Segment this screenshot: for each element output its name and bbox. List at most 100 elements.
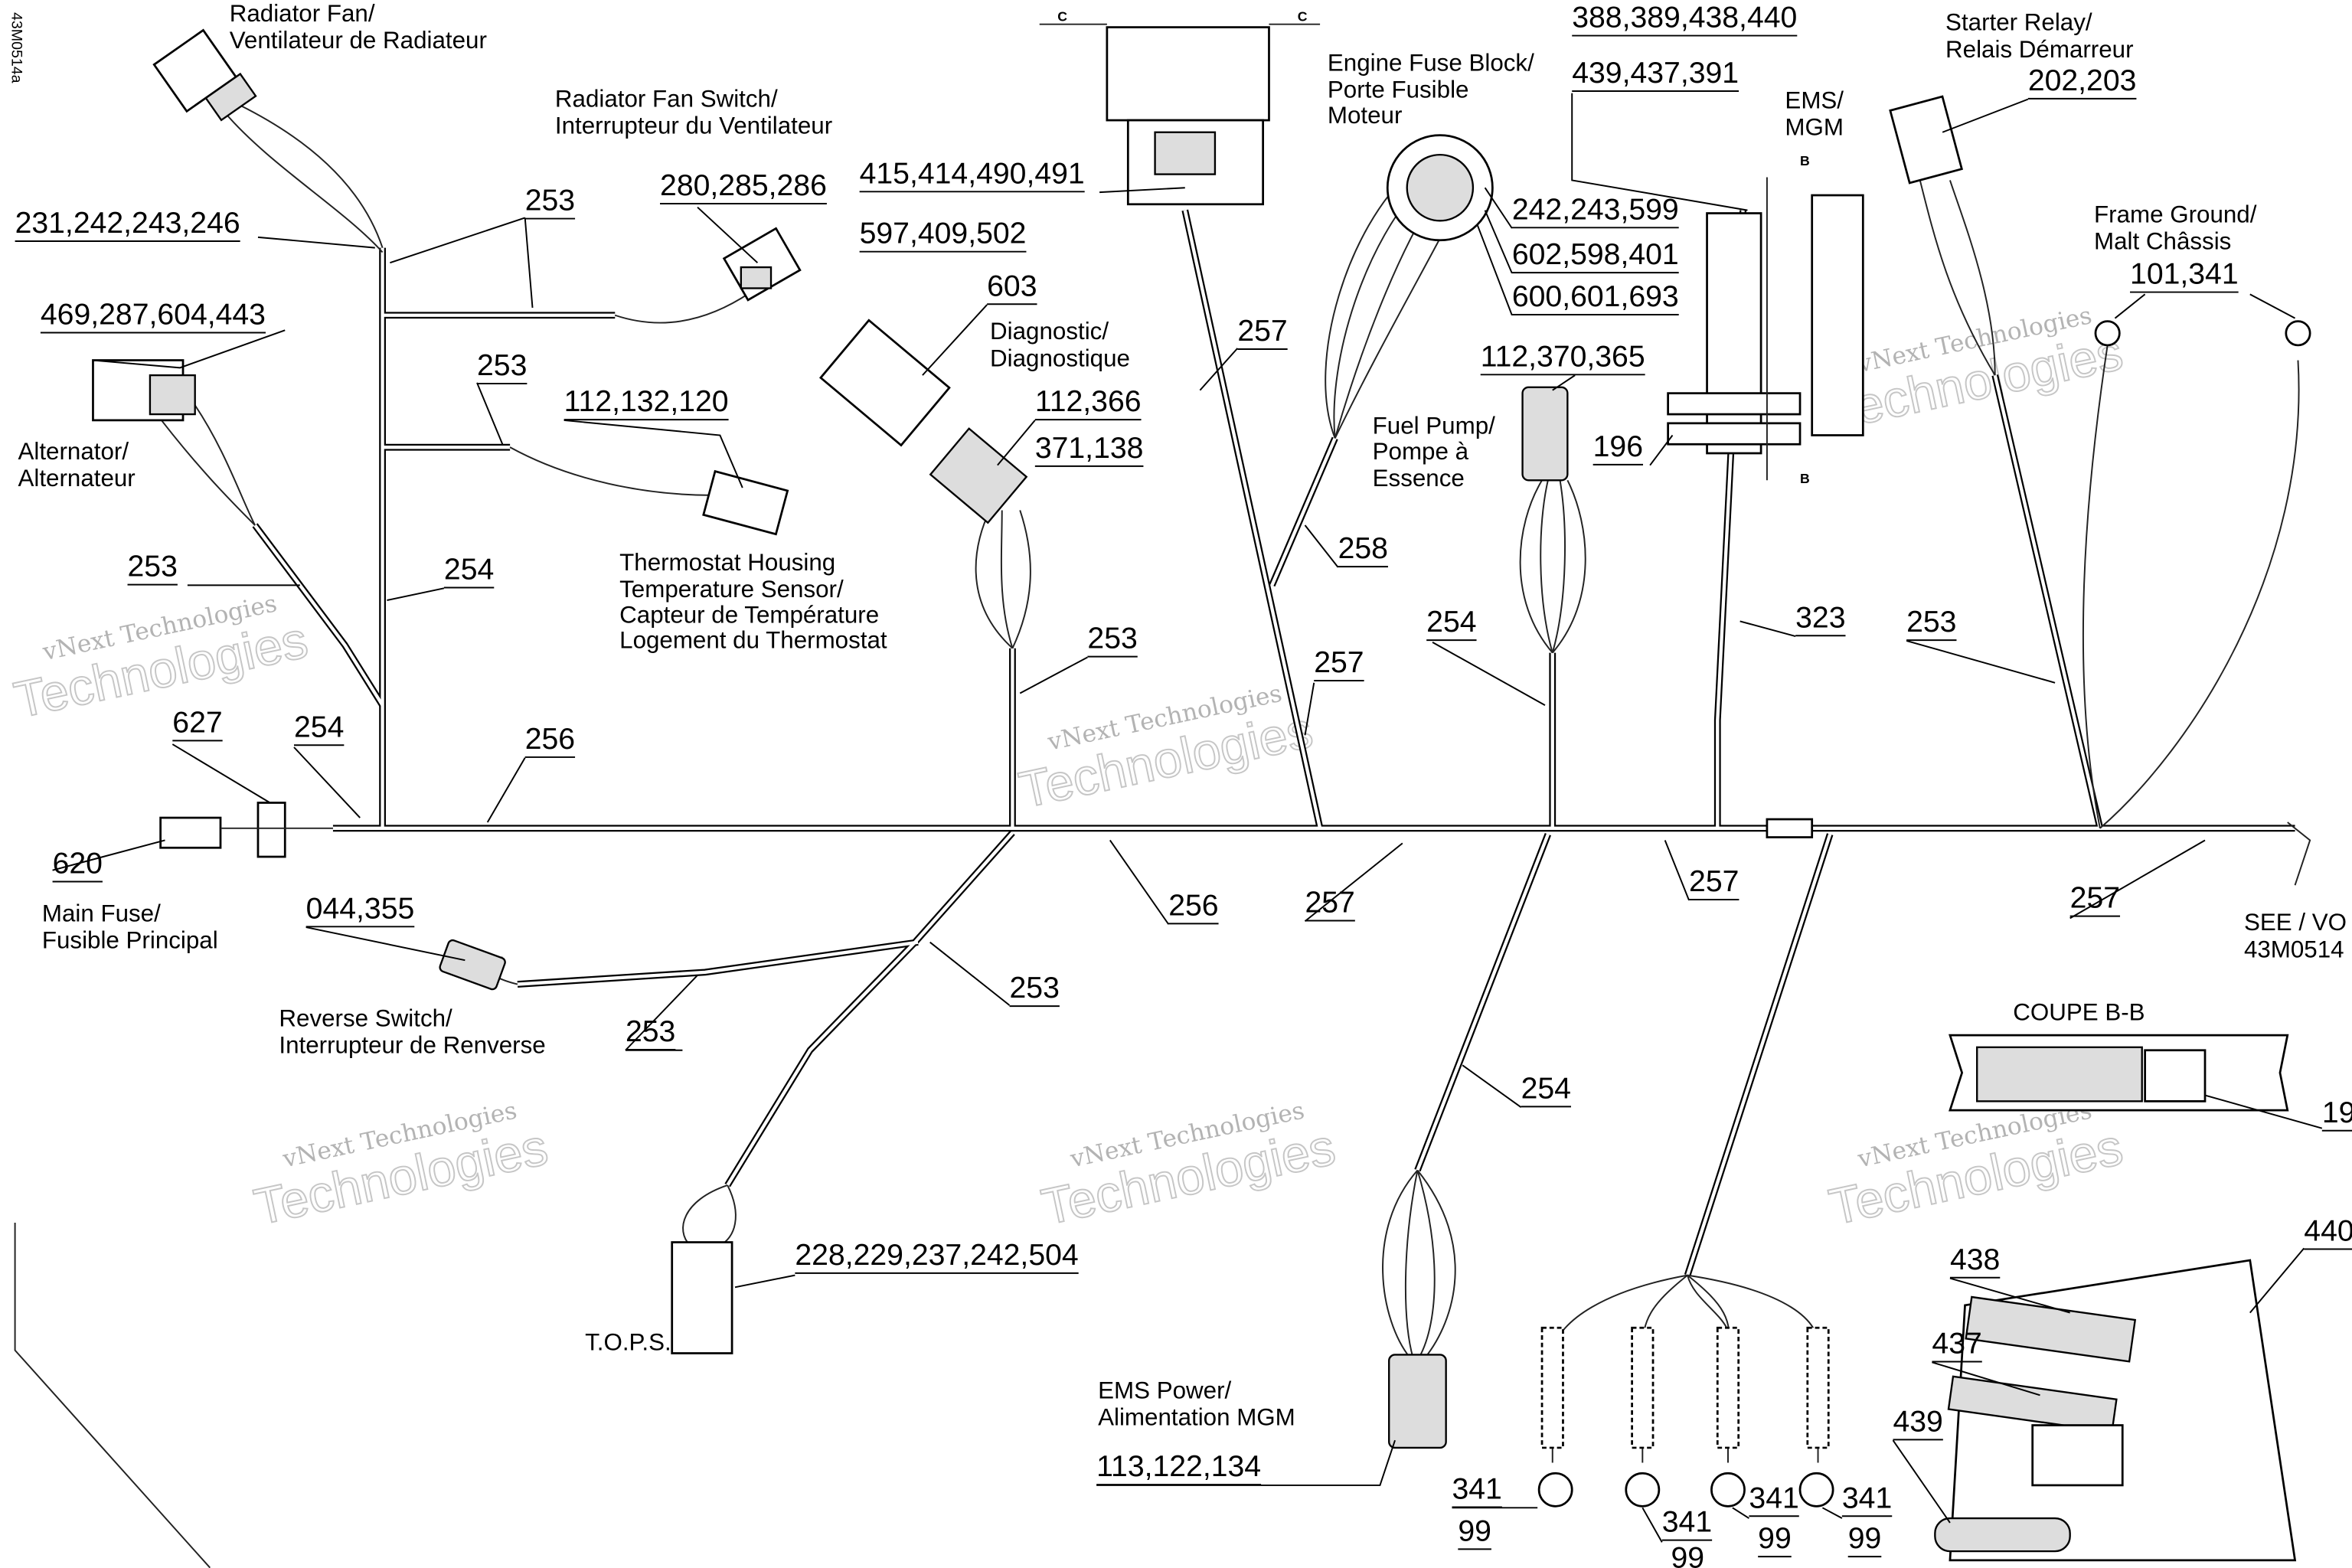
thermostat-sensor-connector: [702, 469, 789, 536]
harness-inner-line: [1183, 210, 1322, 829]
ems-connectors-stack: [1934, 1259, 2297, 1562]
label-thermostat-sensor: Logement du Thermostat: [619, 627, 887, 654]
callout: 341: [1662, 1506, 1712, 1539]
callout: 253: [128, 550, 178, 583]
callout: 253: [1010, 972, 1060, 1004]
callout: 438: [1950, 1243, 2000, 1276]
callout: 323: [1795, 601, 1845, 634]
callout: 242,243,599: [1512, 193, 1679, 226]
leader-lines: [52, 93, 2323, 1543]
label-main-fuse: Main Fuse/: [42, 900, 161, 926]
callout: 440: [2304, 1215, 2352, 1248]
harness-inner-line: [253, 524, 384, 707]
section-marker-c: C: [1298, 9, 1308, 24]
tops-connector: [671, 1241, 733, 1354]
callout: 253: [1087, 622, 1137, 655]
callout: 341: [1452, 1473, 1501, 1506]
label-alternator: Alternator/: [18, 438, 129, 465]
callout: 99: [1671, 1542, 1705, 1568]
label-alternator: Alternateur: [18, 465, 136, 492]
label-thermostat-sensor: Temperature Sensor/: [619, 576, 844, 603]
harness-inner-line: [1993, 374, 2102, 829]
callout: 602,598,401: [1512, 238, 1679, 271]
callout: 341: [1842, 1481, 1892, 1514]
callout: 620: [53, 848, 103, 880]
label-tops: T.O.P.S.: [585, 1329, 671, 1356]
callout: 437: [1932, 1328, 1981, 1361]
label-ems: EMS/: [1785, 87, 1844, 113]
callout: 469,287,604,443: [41, 299, 266, 332]
document-id: 43M0514a: [8, 12, 25, 83]
callout: 254: [294, 710, 344, 743]
label-fuel-pump: Fuel Pump/: [1373, 413, 1495, 439]
label-ems-power: Alimentation MGM: [1098, 1404, 1295, 1431]
callout: 19: [2322, 1096, 2352, 1129]
callout: 257: [1305, 887, 1354, 920]
callout: 99: [1758, 1522, 1792, 1555]
label-starter-relay: Relais Démarreur: [1945, 36, 2133, 63]
callout: 257: [1314, 646, 1364, 679]
callout: 603: [987, 270, 1037, 302]
fan-switch-connector: [722, 227, 802, 302]
main-fuse: [159, 802, 333, 858]
callout: 112,370,365: [1481, 340, 1645, 373]
callout: 600,601,693: [1512, 280, 1679, 313]
label-ems: MGM: [1785, 114, 1844, 141]
callout: 254: [1521, 1072, 1571, 1105]
label-thermostat-sensor: Capteur de Température: [619, 601, 879, 628]
harness-junction-sleeve: [1766, 818, 1814, 838]
reverse-switch-connector: [439, 939, 506, 991]
callout: 253: [1906, 606, 1956, 639]
callout: 256: [525, 723, 575, 756]
label-diagnostic: Diagnostique: [990, 345, 1130, 371]
section-marker-b: B: [1800, 471, 1810, 486]
component-labels: Radiator Fan/ Ventilateur de Radiateur R…: [18, 0, 2347, 1431]
callout: 256: [1168, 889, 1218, 922]
callout: 113,122,134: [1096, 1450, 1261, 1483]
callout: 257: [1237, 315, 1287, 348]
callout: 101,341: [2130, 258, 2239, 291]
fuel-pump-connector: [1521, 386, 1569, 482]
callout: 439: [1893, 1405, 1942, 1438]
label-see-reference: 43M0514: [2244, 936, 2344, 962]
harness-inner-line: [1686, 833, 1832, 1276]
callout: 597,409,502: [860, 217, 1027, 250]
label-see-reference: SEE / VO: [2244, 909, 2347, 936]
ground-ring-terminals: [1537, 1326, 1834, 1508]
harness-inner-line: [1416, 833, 1550, 1171]
callout: 99: [1848, 1522, 1882, 1555]
label-engine-fuse-block: Moteur: [1328, 102, 1403, 129]
callout: 231,242,243,246: [15, 207, 240, 240]
branch-tops: [724, 830, 1015, 1187]
callouts: 231,242,243,246 469,287,604,443 253 280,…: [15, 2, 2352, 1568]
radiator-fan-connector: [152, 28, 257, 122]
label-diagnostic: Diagnostic/: [990, 318, 1109, 345]
starter-relay-connector: [1889, 95, 1964, 185]
diagnostic-connector: [818, 318, 1028, 524]
callout: 257: [1689, 865, 1739, 898]
label-reverse-switch: Reverse Switch/: [279, 1004, 452, 1031]
callout: 196: [1593, 430, 1643, 463]
label-engine-fuse-block: Porte Fusible: [1328, 77, 1469, 103]
label-radiator-fan: Ventilateur de Radiateur: [230, 27, 487, 54]
callout: 341: [1749, 1481, 1798, 1514]
label-frame-ground: Malt Châssis: [2094, 228, 2231, 255]
label-fuel-pump: Essence: [1373, 465, 1465, 492]
callout: 371,138: [1035, 432, 1144, 465]
alternator-connector: [92, 359, 196, 422]
label-engine-fuse-block: Engine Fuse Block/: [1328, 49, 1534, 76]
label-radiator-fan-switch: Interrupteur du Ventilateur: [555, 113, 832, 139]
callout: 253: [477, 349, 527, 382]
frame-ground-rings: [2094, 320, 2311, 347]
callout: 99: [1458, 1514, 1491, 1547]
label-section-view: COUPE B-B: [2013, 999, 2145, 1026]
callout: 258: [1338, 532, 1388, 565]
callout: 415,414,490,491: [860, 157, 1085, 190]
callout: 112,132,120: [564, 385, 729, 418]
harness-inner-line: [1270, 437, 1337, 586]
callout: 280,285,286: [660, 169, 827, 202]
callout: 253: [525, 185, 575, 217]
callout: 044,355: [306, 892, 415, 925]
